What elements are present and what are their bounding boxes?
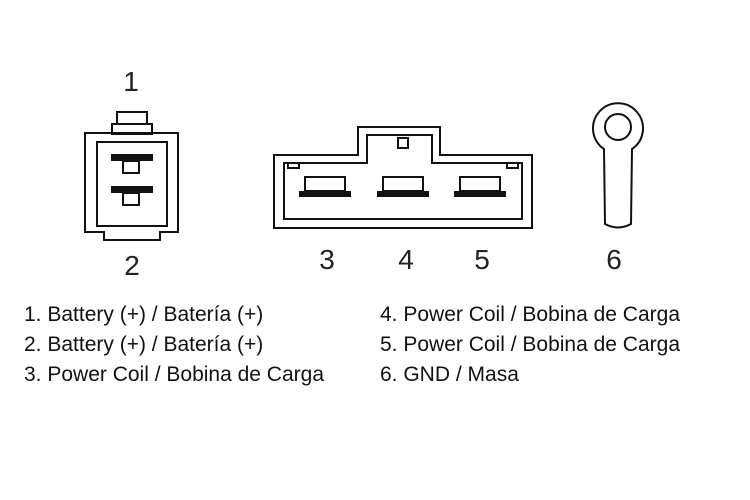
legend-item-3: 3. Power Coil / Bobina de Carga (24, 363, 324, 386)
terminal-socket-1 (122, 160, 140, 174)
ring-terminal-body (592, 102, 644, 229)
connector-latch-top (116, 111, 148, 125)
connector-inner-frame (283, 134, 523, 220)
terminal-blade-1 (111, 154, 153, 161)
legend-item-1: 1. Battery (+) / Batería (+) (24, 303, 264, 326)
pin-label-3: 3 (319, 244, 335, 275)
legend-right-column: 4. Power Coil / Bobina de Carga 5. Power… (380, 300, 680, 390)
pin-label-5: 5 (474, 244, 490, 275)
legend-item-6: 6. GND / Masa (380, 363, 519, 386)
connector-outer-body (273, 126, 533, 229)
pin-label-6: 6 (606, 244, 622, 275)
legend-item-4: 4. Power Coil / Bobina de Carga (380, 303, 680, 326)
legend-left-column: 1. Battery (+) / Batería (+) 2. Battery … (24, 300, 324, 390)
three-pin-connector (273, 126, 533, 229)
terminal-blade-5 (454, 191, 506, 197)
terminal-blade-4 (377, 191, 429, 197)
connector-outer-body (84, 132, 179, 241)
terminal-socket-2 (122, 192, 140, 206)
pin-label-4: 4 (398, 244, 414, 275)
terminal-blade-3 (299, 191, 351, 197)
ring-terminal (592, 102, 644, 229)
pin-label-2: 2 (124, 250, 140, 281)
connector-corner-right (506, 162, 519, 169)
two-pin-connector (84, 111, 179, 241)
ring-terminal-hole (604, 113, 632, 141)
terminal-socket-5 (459, 176, 501, 192)
terminal-blade-2 (111, 186, 153, 193)
connector-corner-left (287, 162, 300, 169)
legend-item-2: 2. Battery (+) / Batería (+) (24, 333, 264, 356)
terminal-socket-3 (304, 176, 346, 192)
terminal-socket-4 (382, 176, 424, 192)
pin-label-1: 1 (123, 66, 139, 97)
legend-item-5: 5. Power Coil / Bobina de Carga (380, 333, 680, 356)
connector-key (397, 137, 409, 149)
connector-inner-frame (96, 141, 168, 227)
